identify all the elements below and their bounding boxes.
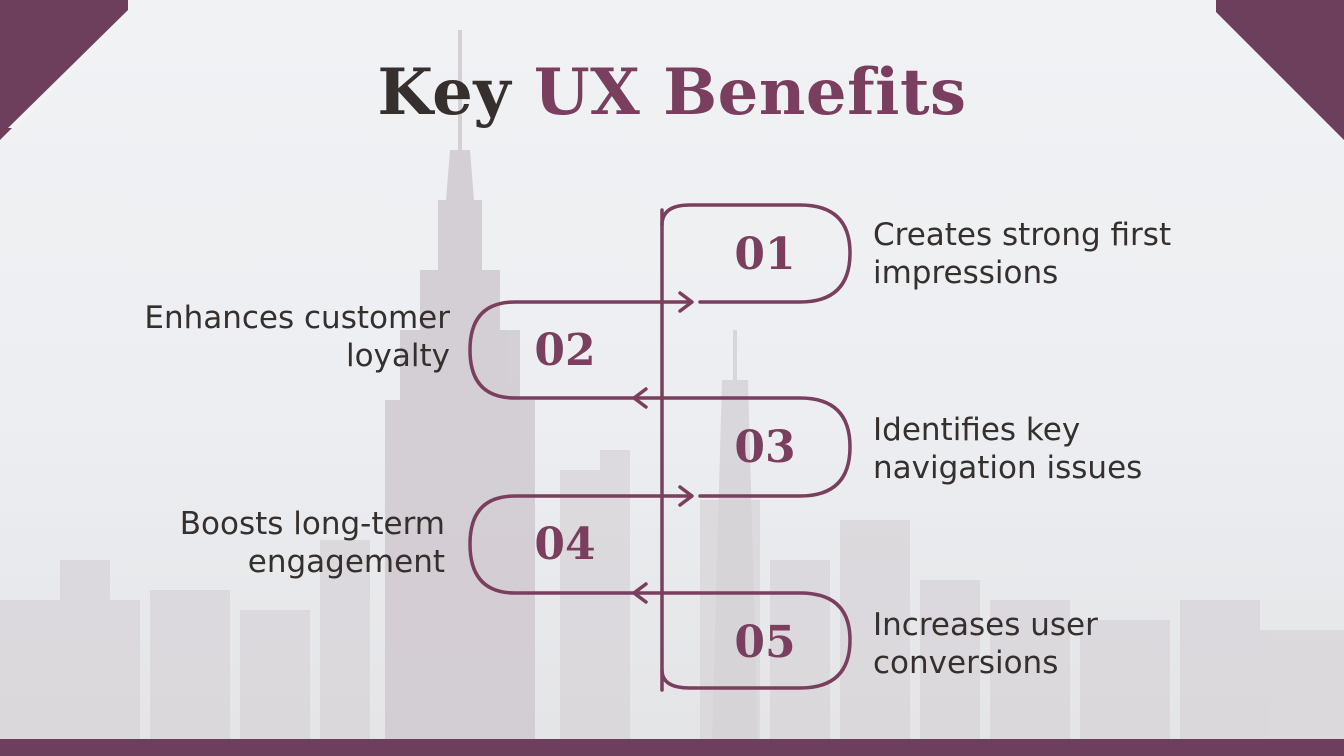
loop-03	[634, 396, 852, 498]
step-number-02: 02	[534, 325, 596, 376]
page-title: Key UX Benefits	[0, 56, 1344, 130]
step-number-01: 01	[734, 229, 796, 280]
loop-05	[634, 591, 852, 690]
arrowhead-right-2	[678, 485, 694, 507]
loop-01	[660, 203, 852, 304]
arrowhead-left-1	[632, 387, 648, 409]
step-label-02: Enhances customer loyalty	[144, 300, 450, 374]
title-part-2: UX Benefits	[533, 55, 967, 130]
loop-02	[468, 300, 692, 400]
step-label-03: Identifies key navigation issues	[873, 412, 1143, 486]
step-label-01: Creates strong first impressions	[873, 217, 1172, 291]
bottom-frame-bar	[0, 739, 1344, 756]
arrowhead-left-2	[632, 582, 648, 604]
loop-04	[468, 494, 692, 595]
step-number-05: 05	[734, 617, 796, 668]
step-number-03: 03	[734, 422, 796, 473]
title-part-1: Key	[377, 55, 512, 130]
step-number-04: 04	[534, 519, 596, 570]
step-label-05: Increases user conversions	[873, 607, 1098, 681]
step-label-04: Boosts long-term engagement	[179, 506, 445, 580]
arrowhead-right-1	[678, 291, 694, 313]
